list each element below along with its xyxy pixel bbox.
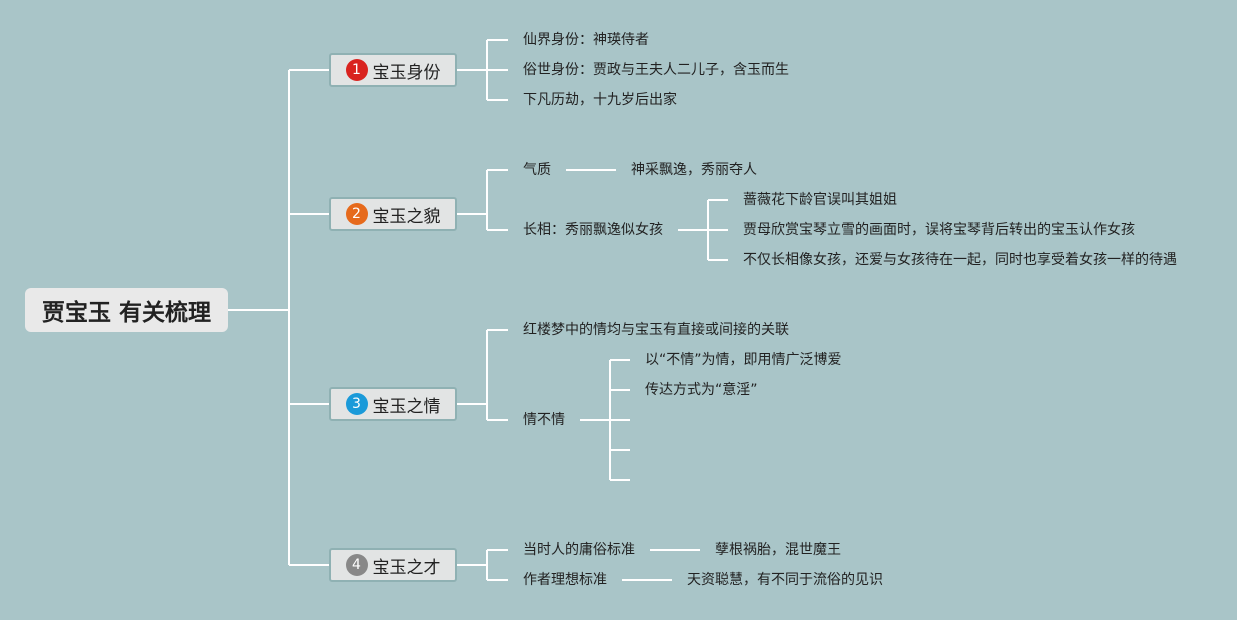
leaf-qbq-item[interactable]: 以“不情”为情，即用情广泛博爱 [645, 352, 842, 368]
leaf-relation[interactable]: 红楼梦中的情均与宝玉有直接或间接的关联 [523, 322, 789, 338]
branch-identity[interactable]: 1 宝玉身份 [329, 53, 457, 87]
leaf-mortal-identity[interactable]: 俗世身份：贾政与王夫人二儿子，含玉而生 [523, 62, 789, 78]
number-badge-3: 3 [345, 393, 368, 415]
branch-appearance[interactable]: 2 宝玉之貌 [329, 197, 457, 231]
leaf-qbq-item[interactable]: 传达方式为“意淫” [645, 382, 758, 398]
leaf-looks[interactable]: 长相：秀丽飘逸似女孩 [523, 222, 663, 238]
leaf-temperament-value[interactable]: 神采飘逸，秀丽夺人 [631, 162, 757, 178]
leaf-temperament[interactable]: 气质 [523, 162, 551, 178]
leaf-immortal-identity[interactable]: 仙界身份：神瑛侍者 [523, 32, 649, 48]
leaf-author-standard[interactable]: 作者理想标准 [523, 572, 607, 588]
branch-talent[interactable]: 4 宝玉之才 [329, 548, 457, 582]
root-topic[interactable]: 贾宝玉 有关梳理 [25, 288, 228, 332]
leaf-qingbuqing[interactable]: 情不情 [523, 412, 565, 428]
leaf-common-standard[interactable]: 当时人的庸俗标准 [523, 542, 635, 558]
leaf-trial[interactable]: 下凡历劫，十九岁后出家 [523, 92, 677, 108]
leaf-looks-item[interactable]: 不仅长相像女孩，还爱与女孩待在一起，同时也享受着女孩一样的待遇 [743, 252, 1177, 268]
leaf-common-standard-value[interactable]: 孽根祸胎，混世魔王 [715, 542, 841, 558]
branch-label: 宝玉身份 [372, 62, 441, 83]
branch-love[interactable]: 3 宝玉之情 [329, 387, 457, 421]
leaf-author-standard-value[interactable]: 天资聪慧，有不同于流俗的见识 [687, 572, 883, 588]
leaf-looks-item[interactable]: 蔷薇花下龄官误叫其姐姐 [743, 192, 897, 208]
branch-label: 宝玉之才 [372, 557, 441, 578]
number-badge-1: 1 [345, 59, 368, 81]
number-badge-2: 2 [345, 203, 368, 225]
branch-label: 宝玉之貌 [372, 206, 441, 227]
branch-label: 宝玉之情 [372, 396, 441, 417]
leaf-looks-item[interactable]: 贾母欣赏宝琴立雪的画面时，误将宝琴背后转出的宝玉认作女孩 [743, 222, 1135, 238]
number-badge-4: 4 [345, 554, 368, 576]
